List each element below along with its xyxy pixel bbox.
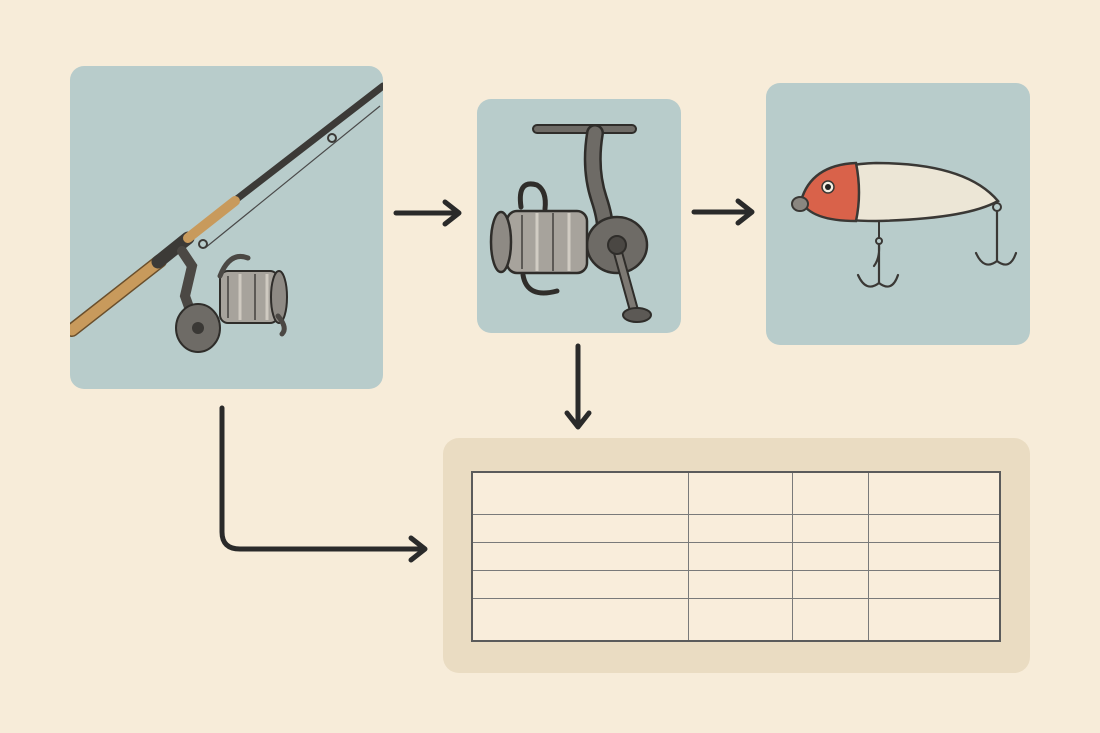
spinning-reel-icon [477, 99, 681, 333]
rod-panel [70, 66, 383, 389]
table-cell [791, 598, 869, 642]
table-cell [791, 541, 869, 572]
arrow-reel-to-table [564, 343, 592, 430]
table-cell [867, 570, 1001, 600]
table-cell [867, 513, 1001, 543]
table-cell [867, 471, 1001, 515]
table-cell [471, 541, 689, 572]
table-cell [687, 471, 793, 515]
fishing-lure-icon [766, 83, 1030, 345]
table-cell [867, 541, 1001, 572]
table-cell [471, 471, 689, 515]
lure-panel [766, 83, 1030, 345]
table-cell [791, 570, 869, 600]
table-cell [687, 513, 793, 543]
table-cell [791, 513, 869, 543]
table-row [471, 471, 1001, 515]
table-row [471, 513, 1001, 543]
data-table [471, 471, 1001, 642]
table-cell [687, 570, 793, 600]
reel-panel [477, 99, 681, 333]
table-row [471, 598, 1001, 642]
table-cell [471, 570, 689, 600]
table-cell [791, 471, 869, 515]
table-cell [687, 598, 793, 642]
table-cell [471, 598, 689, 642]
arrow-rod-to-reel [393, 199, 462, 227]
fishing-rod-with-reel-icon [70, 66, 383, 389]
table-row [471, 541, 1001, 572]
table-row [471, 570, 1001, 600]
table-cell [867, 598, 1001, 642]
table-cell [687, 541, 793, 572]
arrow-reel-to-lure [691, 198, 755, 226]
table-panel [443, 438, 1030, 673]
table-cell [471, 513, 689, 543]
arrow-rod-to-table [219, 405, 428, 563]
